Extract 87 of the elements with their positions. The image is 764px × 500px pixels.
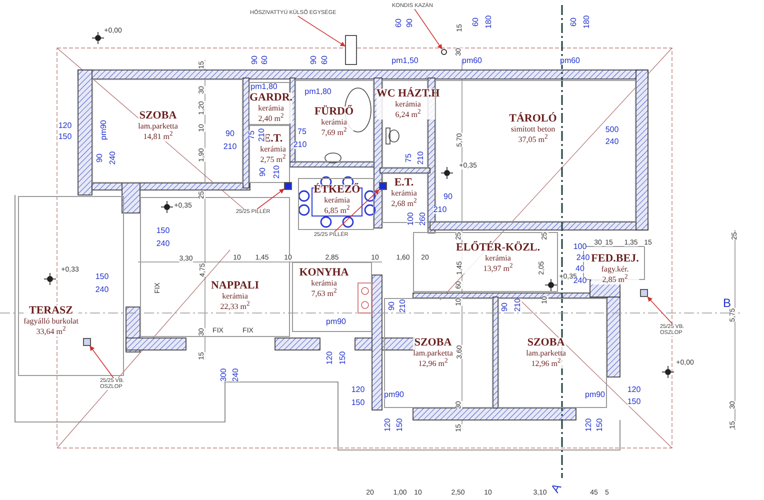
- opening-dimension: pm90: [100, 120, 108, 140]
- opening-dimension: 90: [259, 168, 267, 176]
- opening-dimension: 210: [399, 299, 407, 313]
- opening-dimension: 300: [220, 368, 228, 382]
- opening-dimension: 60: [395, 18, 403, 28]
- leader-line: [647, 296, 673, 324]
- opening-dimension: pm1,80: [250, 83, 278, 91]
- opening-dimension: 60: [321, 56, 329, 64]
- opening-dimension: 210: [417, 151, 425, 165]
- room-name: ELŐTÉR-KÖZL.: [456, 242, 540, 254]
- opening-dimension: 210: [433, 206, 447, 214]
- opening-dimension: 150: [596, 418, 604, 432]
- opening-dimension: 120: [351, 386, 365, 394]
- leader-line: [297, 16, 346, 47]
- opening-dimension: pm60: [560, 57, 580, 65]
- opening-dimension: 120: [627, 386, 641, 394]
- opening-dimension: 60: [472, 18, 480, 26]
- opening-dimension: 210: [293, 141, 307, 149]
- room-name: FÜRDŐ: [314, 106, 354, 118]
- outdoor-unit-symbol: [345, 35, 357, 65]
- leader-line: [90, 346, 114, 378]
- opening-dimension: 120: [326, 351, 334, 365]
- opening-dimension: 150: [627, 398, 641, 406]
- opening-dimension: 210: [514, 298, 522, 312]
- opening-dimension: 90: [251, 56, 259, 64]
- opening-dimension: pm90: [326, 318, 346, 326]
- opening-dimension: 240: [573, 277, 587, 285]
- opening-dimension: 150: [339, 351, 347, 365]
- opening-dimension: 240: [109, 151, 117, 165]
- leader-line: [414, 8, 442, 50]
- opening-dimension: B: [723, 297, 731, 309]
- room-area: 2,40 m$^{2}$: [249, 112, 293, 124]
- opening-dimension: 60: [570, 18, 578, 26]
- opening-dimension: 150: [156, 227, 170, 235]
- opening-dimension: 150: [396, 418, 404, 432]
- opening-dimension: 260: [419, 212, 427, 226]
- opening-dimension: 150: [58, 133, 72, 141]
- room-area: 2,75 m$^{2}$: [260, 153, 286, 164]
- room-outline: [292, 262, 372, 332]
- opening-dimension: 120: [58, 122, 72, 130]
- opening-dimension: 240: [95, 286, 109, 294]
- opening-dimension: 180: [583, 15, 591, 29]
- opening-dimension: 210: [273, 165, 281, 179]
- opening-dimension: 90: [226, 130, 234, 138]
- opening-dimension: pm1,50: [392, 57, 418, 65]
- opening-dimension: 240: [576, 254, 590, 262]
- opening-dimension: 90: [501, 302, 509, 312]
- room-name: TERASZ: [24, 306, 78, 318]
- room-name: WC HÁZT.H: [376, 88, 440, 100]
- opening-dimension: pm90: [585, 391, 605, 399]
- column-square: [379, 182, 387, 190]
- column-square: [640, 289, 648, 297]
- room-name: GARDR.: [249, 92, 293, 104]
- room-outline: [413, 232, 558, 292]
- opening-dimension: 40: [576, 265, 584, 273]
- opening-dimension: 120: [384, 418, 392, 432]
- opening-dimension: 90: [310, 56, 318, 64]
- opening-dimension: pm1,80: [304, 88, 332, 96]
- opening-dimension: 90: [388, 302, 396, 310]
- opening-dimension: 75: [248, 130, 256, 140]
- opening-dimension: 500: [605, 126, 619, 134]
- opening-dimension: 150: [95, 273, 109, 281]
- column-square: [284, 182, 292, 190]
- opening-dimension: 240: [605, 138, 619, 146]
- opening-dimension: 75: [298, 128, 306, 136]
- opening-dimension: 210: [223, 143, 237, 151]
- opening-dimension: 120: [585, 418, 593, 432]
- opening-dimension: 90: [444, 193, 452, 201]
- opening-dimension: 180: [485, 15, 493, 29]
- opening-dimension: pm90: [384, 391, 404, 399]
- leader-line: [256, 188, 284, 210]
- opening-dimension: 100: [573, 243, 587, 251]
- opening-dimension: 60: [261, 56, 269, 64]
- room-area: 2,68 m$^{2}$: [391, 197, 417, 208]
- opening-dimension: 240: [156, 240, 170, 248]
- room-name: SZOBA: [526, 338, 566, 350]
- room-area: 2,85 m$^{2}$: [591, 273, 639, 284]
- opening-dimension: pm60: [462, 57, 482, 65]
- opening-dimension: 90: [96, 154, 104, 162]
- room-name: SZOBA: [413, 338, 453, 350]
- room-name: SZOBA: [138, 110, 178, 122]
- opening-dimension: 100: [407, 212, 415, 226]
- opening-dimension: 240: [232, 368, 240, 382]
- opening-dimension: 90: [406, 18, 414, 28]
- boiler-symbol: [441, 49, 447, 55]
- opening-dimension: 75: [405, 154, 413, 162]
- opening-dimension: 150: [351, 399, 365, 407]
